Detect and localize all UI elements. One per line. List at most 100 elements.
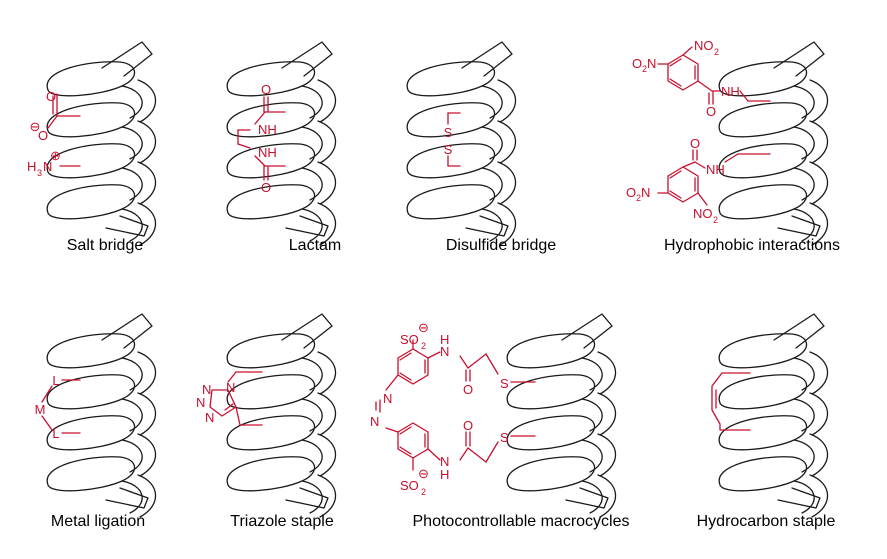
- sulfonate-top-sub: 2: [421, 341, 426, 351]
- helix-turn: [226, 374, 316, 410]
- panel-hydrophobic: NO 2 O 2 N O NH O NH O 2 N NO 2: [626, 38, 840, 254]
- helix-turn: [506, 374, 596, 410]
- helix-n-terminus: [461, 41, 513, 77]
- helix-backbone-segment: [581, 357, 603, 391]
- helix-backbone-segment: [121, 357, 143, 391]
- helix-backbone-segment: [137, 474, 157, 518]
- helix-turn: [46, 102, 136, 138]
- amide-h-bottom: H: [440, 467, 449, 482]
- helix-backbone-segment: [317, 474, 337, 518]
- helix-turn: [226, 61, 316, 97]
- thioether-s-bottom: S: [500, 430, 509, 445]
- helix-backbone-segment: [481, 85, 503, 119]
- lactam-chemistry: O NH NH O: [237, 82, 286, 195]
- helix-turn: [46, 184, 136, 220]
- carboxylate-oxygen-top: O: [46, 89, 56, 104]
- caption-salt-bridge: Salt bridge: [67, 237, 144, 254]
- lactam-nh-top: NH: [258, 122, 277, 137]
- helix: [46, 313, 157, 518]
- helix-backbone-segment: [597, 433, 617, 477]
- panel-metal-ligation: L M L Metal ligation: [35, 313, 157, 530]
- helix-backbone-segment: [317, 392, 337, 436]
- helix-turn: [46, 333, 136, 369]
- amide-n-bottom: N: [440, 454, 449, 469]
- sulfonate-bottom-charge: ⊖: [418, 466, 429, 481]
- nitro-top-sub: 2: [714, 47, 719, 57]
- helix-backbone-segment: [793, 480, 815, 514]
- lactam-oxygen-top: O: [261, 82, 271, 97]
- helix-backbone-segment: [497, 161, 517, 205]
- helix-c-terminus: [565, 487, 609, 509]
- helix-n-terminus: [281, 313, 333, 349]
- helix-backbone-segment: [793, 439, 815, 473]
- lactam-nh-bottom: NH: [258, 145, 277, 160]
- helix-turn: [718, 374, 808, 410]
- ammonium-n: N: [43, 159, 52, 174]
- helix-backbone-segment: [301, 439, 323, 473]
- sulfonate-bottom: SO: [400, 478, 419, 493]
- sulfonate-top-charge: ⊖: [418, 320, 429, 335]
- ligand-top: L: [52, 373, 59, 388]
- helix-turn: [718, 415, 808, 451]
- helix: [226, 41, 337, 246]
- helix-backbone-segment: [481, 126, 503, 160]
- helix-c-terminus: [285, 215, 329, 237]
- helix-c-terminus: [105, 487, 149, 509]
- plus-charge: ⊕: [50, 148, 61, 163]
- amide-oxygen-top: O: [706, 104, 716, 119]
- helix-backbone-segment: [597, 351, 617, 395]
- helix-backbone-segment: [317, 120, 337, 164]
- carbonyl-o-top: O: [463, 382, 473, 397]
- helix-backbone-segment: [121, 126, 143, 160]
- helix-backbone-segment: [317, 351, 337, 395]
- panel-salt-bridge: O O ⊖ H 3 N ⊕ Salt bridge: [27, 41, 157, 254]
- disulfide-chemistry: S S: [444, 112, 461, 167]
- helix-n-terminus: [101, 313, 153, 349]
- helix-c-terminus: [465, 215, 509, 237]
- helix-backbone-segment: [317, 202, 337, 246]
- helix-backbone-segment: [809, 351, 829, 395]
- panel-disulfide: S S Disulfide bridge: [406, 41, 556, 254]
- helix-backbone-segment: [481, 208, 503, 242]
- salt-bridge-chemistry: O O ⊖ H 3 N ⊕: [27, 89, 81, 178]
- helix-backbone-segment: [317, 433, 337, 477]
- helix-backbone-segment: [301, 398, 323, 432]
- helix-backbone-segment: [497, 202, 517, 246]
- caption-lactam: Lactam: [289, 237, 341, 254]
- helix-backbone-segment: [793, 167, 815, 201]
- helix-backbone-segment: [481, 167, 503, 201]
- helix-turn: [226, 102, 316, 138]
- photocontrollable-chemistry: N N SO 2 ⊖ N H O S O S N: [370, 320, 536, 497]
- helix-backbone-segment: [121, 167, 143, 201]
- helix-turn: [406, 143, 496, 179]
- helix-turn: [506, 456, 596, 492]
- helix-backbone-segment: [793, 398, 815, 432]
- helix-backbone-segment: [137, 351, 157, 395]
- helix: [506, 313, 617, 518]
- helix-turn: [406, 184, 496, 220]
- helix-backbone-segment: [121, 439, 143, 473]
- amide-h-top: H: [440, 332, 449, 347]
- helix-backbone-segment: [809, 120, 829, 164]
- caption-triazole-staple: Triazole staple: [230, 513, 334, 530]
- helix-backbone-segment: [809, 161, 829, 205]
- helix-backbone-segment: [793, 208, 815, 242]
- nitro-left2-n: N: [641, 185, 650, 200]
- helix-backbone-segment: [581, 439, 603, 473]
- helix-turn: [406, 102, 496, 138]
- helix-turn: [718, 61, 808, 97]
- hydrocarbon-chemistry: [711, 372, 751, 431]
- helix-backbone-segment: [809, 79, 829, 123]
- helix-backbone-segment: [301, 208, 323, 242]
- helix-backbone-segment: [809, 392, 829, 436]
- panel-triazole: N N N N Triazole staple: [196, 313, 337, 530]
- sulfur-bottom: S: [444, 142, 453, 157]
- triazole-n1: N: [226, 380, 235, 395]
- helix-turn: [718, 102, 808, 138]
- caption-hydrocarbon-staple: Hydrocarbon staple: [697, 513, 836, 530]
- caption-hydrophobic-interactions: Hydrophobic interactions: [664, 237, 840, 254]
- helix-backbone-segment: [497, 79, 517, 123]
- helix-c-terminus: [105, 215, 149, 237]
